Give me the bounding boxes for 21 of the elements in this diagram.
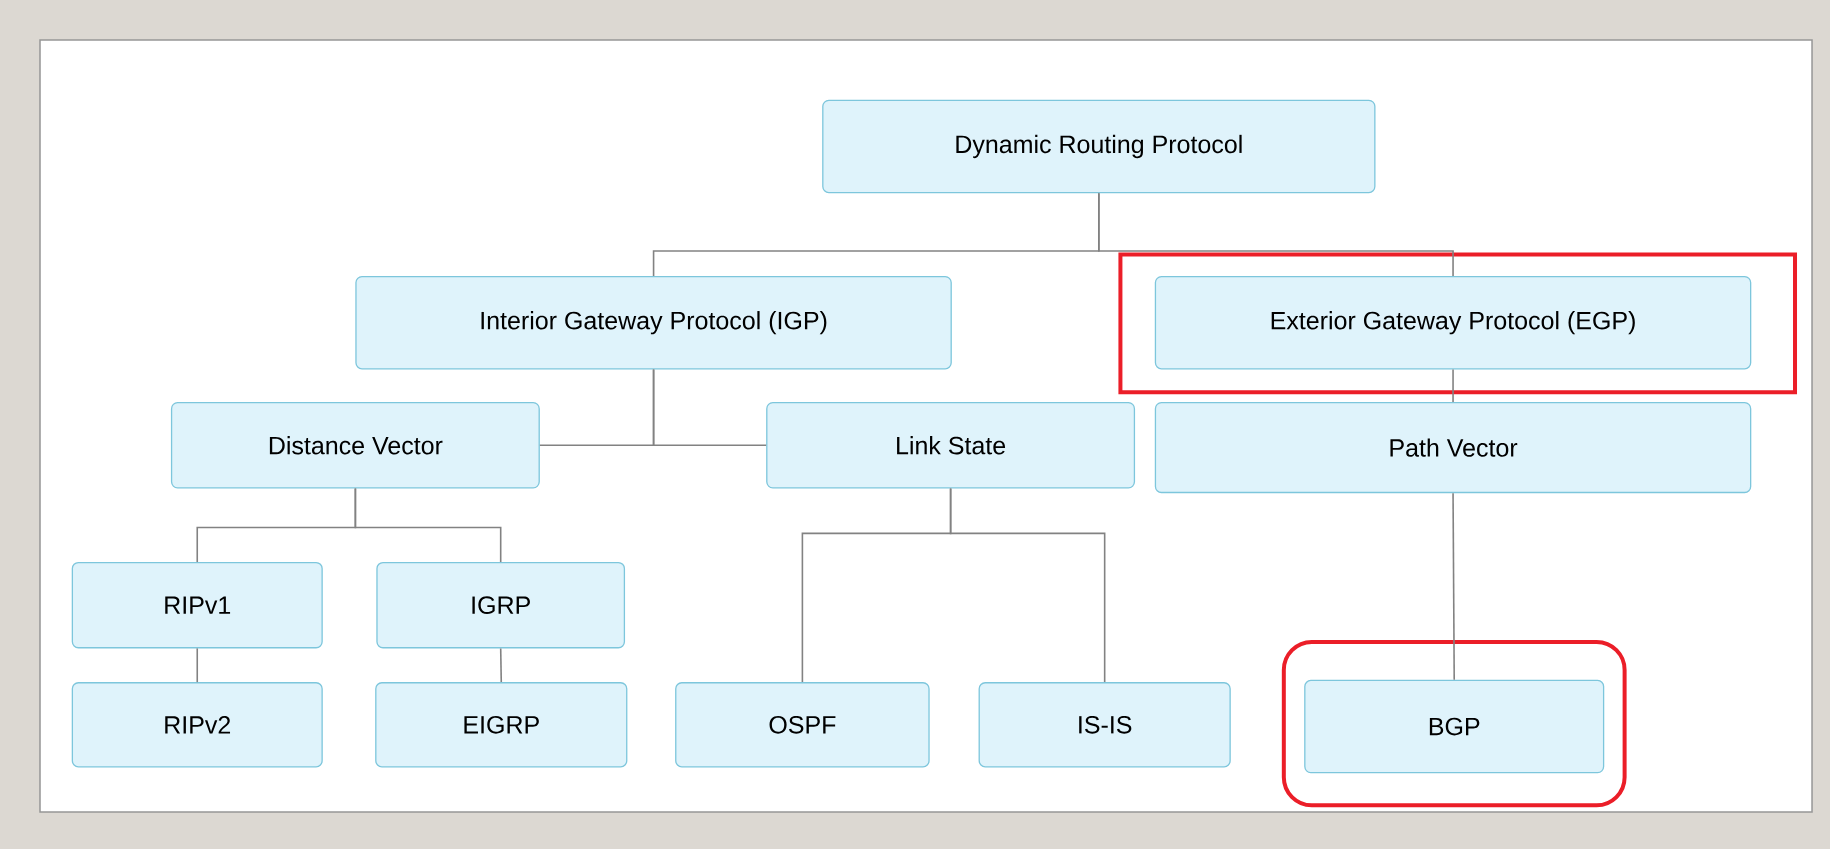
protocol-box: RIPv1 — [71, 561, 323, 649]
protocol-box: BGP — [1304, 679, 1605, 774]
connector-line — [499, 647, 503, 683]
connector-line — [196, 647, 199, 683]
protocol-box: Distance Vector — [170, 402, 540, 489]
protocol-box: Interior Gateway Protocol (IGP) — [355, 275, 952, 370]
connector-line — [652, 368, 767, 447]
connector-line — [1452, 368, 1454, 403]
protocol-box: IGRP — [376, 561, 626, 649]
protocol-box: Path Vector — [1154, 402, 1752, 494]
protocol-box: IS-IS — [978, 682, 1231, 768]
connector-line — [1452, 492, 1455, 681]
protocol-box: Exterior Gateway Protocol (EGP) — [1154, 275, 1752, 370]
protocol-box: OSPF — [675, 682, 930, 768]
protocol-box: RIPv2 — [71, 682, 323, 768]
protocol-box: Link State — [766, 402, 1136, 489]
protocol-box: EIGRP — [375, 682, 628, 768]
connector-line — [1098, 192, 1454, 277]
connector-line — [949, 487, 1106, 683]
protocol-box: Dynamic Routing Protocol — [822, 99, 1376, 194]
connector-line — [354, 487, 502, 563]
